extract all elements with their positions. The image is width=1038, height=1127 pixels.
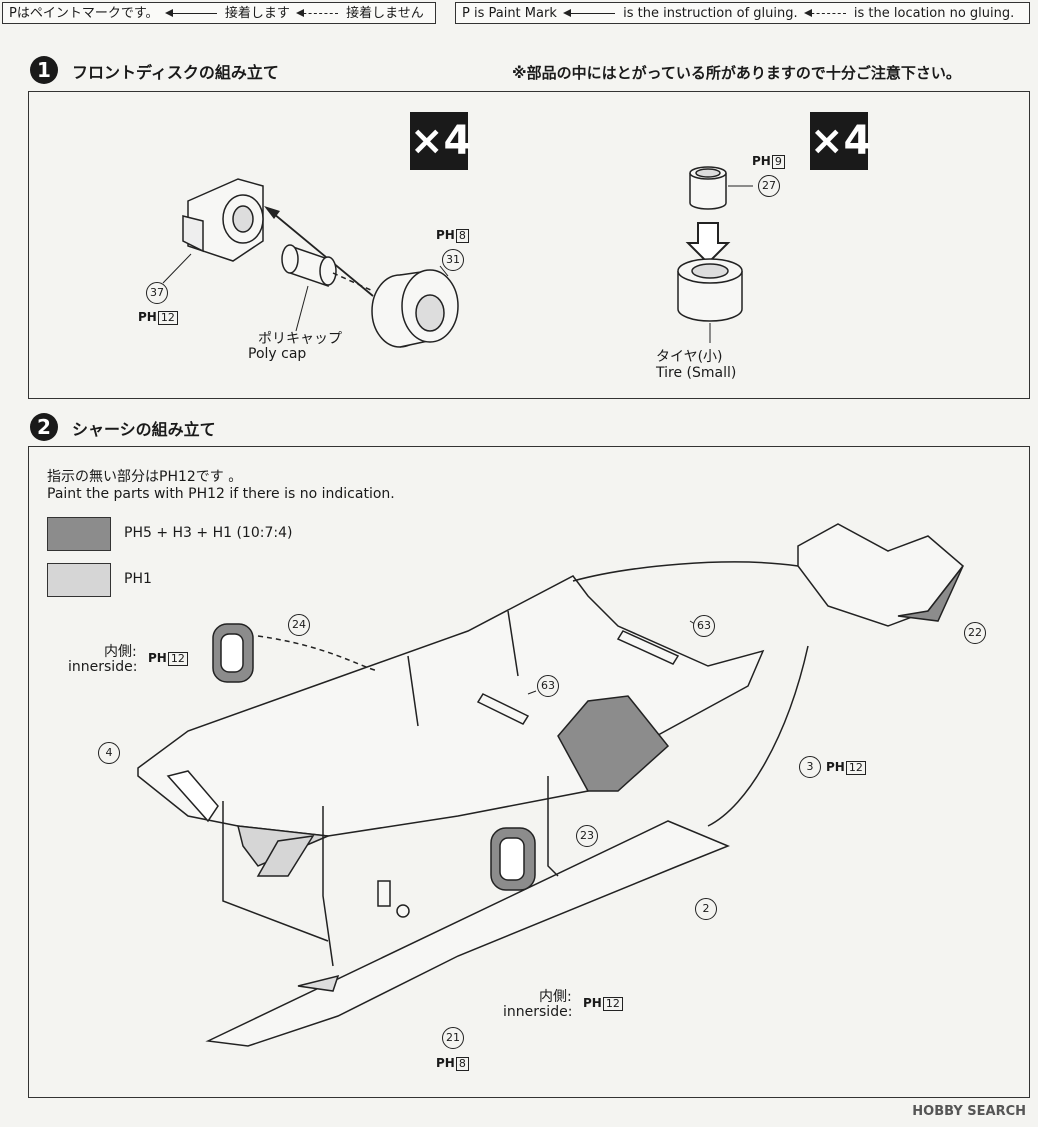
- step1-title: フロントディスクの組み立て: [72, 63, 279, 82]
- rear-wing-part: [797, 523, 965, 627]
- swatch-dark: [47, 517, 111, 551]
- chassis-body: [137, 575, 765, 877]
- legend-jp-noglue: 接着しません: [346, 6, 424, 21]
- multiplier-left: ×4: [410, 112, 471, 170]
- inner-label-24-jp: 内側:: [104, 644, 137, 660]
- footer-watermark: HOBBY SEARCH: [912, 1104, 1026, 1119]
- part-63b-label: 63: [537, 675, 559, 697]
- part-31-label: 31: [442, 249, 464, 271]
- side-inlet-24: [212, 623, 254, 683]
- multiplier-right: ×4: [810, 112, 871, 170]
- polycap-part: [281, 244, 337, 288]
- step1-warning: ※部品の中にはとがっている所がありますので十分ご注意下さい。: [512, 64, 961, 82]
- step2-note-jp: 指示の無い部分はPH12です 。: [47, 469, 243, 485]
- swatch-light: [47, 563, 111, 597]
- part-3-label: 3: [799, 756, 821, 778]
- legend-jp-glue: 接着します: [224, 6, 290, 21]
- step1-panel: [28, 91, 1030, 399]
- tire-label-en: Tire (Small): [656, 365, 737, 381]
- part-37-label: 37: [146, 282, 168, 304]
- step2-illustration: [137, 523, 965, 1047]
- legend-en-glue: is the instruction of gluing.: [623, 6, 798, 21]
- pin-63b: [476, 693, 530, 725]
- inner-label-23-en: innerside:: [503, 1004, 573, 1020]
- part-63a-label: 63: [693, 615, 715, 637]
- step2-title: シャーシの組み立て: [72, 420, 216, 439]
- legend-en-noglue: is the location no gluing.: [853, 6, 1015, 21]
- polycap-label-jp: ポリキャップ: [258, 331, 342, 347]
- inner-label-24-en: innerside:: [68, 659, 138, 675]
- part-23-label: 23: [576, 825, 598, 847]
- tire-label-jp: タイヤ(小): [656, 349, 723, 365]
- glue-arrow-icon: [164, 9, 217, 17]
- part-4-label: 4: [98, 742, 120, 764]
- glue-arrow-icon: [563, 9, 615, 17]
- swatch-dark-formula: PH5 + H3 + H1 (10:7:4): [124, 525, 293, 541]
- disc-part: [371, 269, 459, 348]
- step1-illustration: [162, 166, 753, 348]
- part-27-label: 27: [758, 175, 780, 197]
- side-inlet-23: [490, 827, 536, 891]
- legend-jp-mark: Pはペイントマークです。: [9, 6, 159, 21]
- pin-63a: [616, 630, 680, 665]
- down-arrow-icon: [685, 222, 731, 265]
- legend-en-mark: P is Paint Mark: [462, 6, 557, 21]
- legend-english: P is Paint Mark is the instruction of gl…: [455, 2, 1030, 24]
- tire-part: [677, 258, 743, 322]
- caliper-part: [182, 178, 264, 262]
- stay-part-21: [377, 880, 410, 918]
- step2-panel: [28, 446, 1030, 1098]
- step2-note-en: Paint the parts with PH12 if there is no…: [47, 486, 395, 502]
- noglue-arrow-icon: [295, 9, 338, 17]
- swatch-light-formula: PH1: [124, 571, 152, 587]
- part-22-label: 22: [964, 622, 986, 644]
- polycap-label-en: Poly cap: [248, 346, 307, 362]
- tire-cap-part: [689, 166, 727, 210]
- undertray-plate: [205, 820, 730, 1047]
- part-2-label: 2: [695, 898, 717, 920]
- part-24-label: 24: [288, 614, 310, 636]
- step1-number: 1: [30, 56, 58, 84]
- part-21-label: 21: [442, 1027, 464, 1049]
- step2-number: 2: [30, 413, 58, 441]
- noglue-arrow-icon: [803, 9, 846, 17]
- legend-japanese: Pはペイントマークです。 接着します 接着しません: [2, 2, 436, 24]
- inner-label-23-jp: 内側:: [539, 989, 572, 1005]
